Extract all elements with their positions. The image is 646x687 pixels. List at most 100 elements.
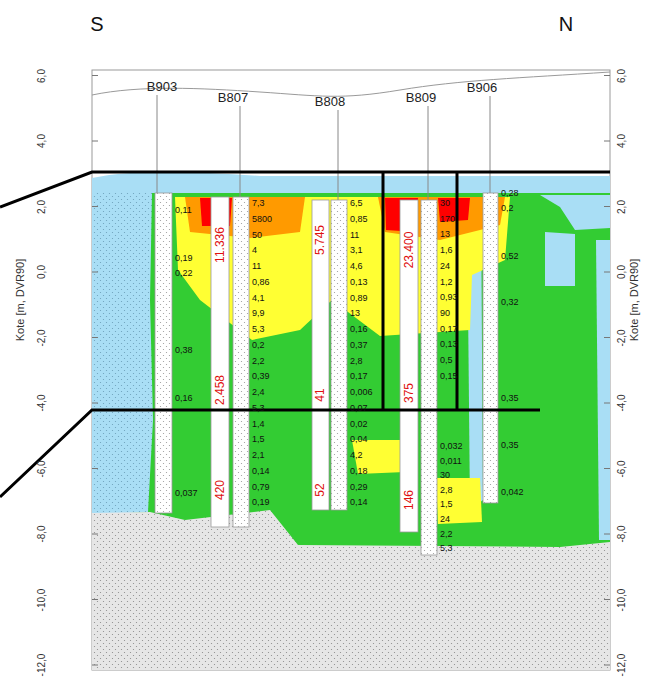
sample-value: 5,3 xyxy=(440,544,453,553)
axis-tick-label: 4,0 xyxy=(37,134,47,148)
sample-value: 1,4 xyxy=(252,419,265,428)
axis-tick-label: -2,0 xyxy=(617,329,627,346)
sample-value: 2,1 xyxy=(252,451,265,460)
sample-value: 7,3 xyxy=(252,199,265,208)
axis-tick-label: -6,0 xyxy=(37,460,47,477)
sample-value: 0,52 xyxy=(501,252,519,261)
sum-value: 41 xyxy=(314,388,326,401)
axis-tick-label: -8,0 xyxy=(37,525,47,542)
sample-value: 1,2 xyxy=(440,277,453,286)
sample-value: 30 xyxy=(440,471,450,480)
tick-mark xyxy=(92,534,98,535)
sample-value: 0,35 xyxy=(501,394,519,403)
axis-tick-label: 6,0 xyxy=(37,69,47,83)
sample-value: 2,8 xyxy=(440,485,453,494)
borehole-name: B906 xyxy=(467,81,497,94)
axis-tick-label: -6,0 xyxy=(617,460,627,477)
sample-value: 2,2 xyxy=(252,356,265,365)
sample-value: 0,5 xyxy=(440,356,453,365)
sample-value: 0,79 xyxy=(252,482,270,491)
sample-value: 0,15 xyxy=(440,371,458,380)
axis-tick-label: -12,0 xyxy=(617,654,627,677)
axis-tick-label: 2,0 xyxy=(617,200,627,214)
sample-value: 30 xyxy=(440,199,450,208)
sample-value: 0,22 xyxy=(175,269,193,278)
sample-value: 0,042 xyxy=(501,488,524,497)
axis-tick-label: -12,0 xyxy=(37,654,47,677)
sample-value: 13 xyxy=(440,230,450,239)
sample-value: 24 xyxy=(440,261,450,270)
axis-tick-label: -4,0 xyxy=(617,394,627,411)
tick-mark xyxy=(604,468,610,469)
sample-value: 0,19 xyxy=(252,498,270,507)
sample-value: 0,037 xyxy=(175,489,198,498)
sample-value: 0,2 xyxy=(252,340,265,349)
sample-value: 0,18 xyxy=(350,466,368,475)
sample-value: 6,5 xyxy=(350,199,363,208)
borehole-name: B809 xyxy=(406,91,436,104)
axis-title: Kote [m, DVR90] xyxy=(15,259,26,342)
tick-mark xyxy=(92,337,98,338)
axis-title: Kote [m, DVR90] xyxy=(629,259,640,342)
frame xyxy=(92,70,610,670)
sum-value: 420 xyxy=(214,480,226,500)
sample-value: 4,1 xyxy=(252,293,265,302)
sample-value: 3,1 xyxy=(350,246,363,255)
axis-tick-label: -8,0 xyxy=(617,525,627,542)
sample-value: 0,19 xyxy=(175,254,193,263)
sample-value: 1,5 xyxy=(440,500,453,509)
tick-mark xyxy=(604,206,610,207)
sample-value: 0,17 xyxy=(350,372,368,381)
tick-mark xyxy=(604,75,610,76)
sample-value: 11 xyxy=(252,262,261,271)
borehole-name: B903 xyxy=(147,80,177,93)
axis-tick-label: -2,0 xyxy=(37,329,47,346)
sample-value: 0,85 xyxy=(350,214,368,223)
sample-value: 4 xyxy=(252,246,257,255)
sample-value: 0,86 xyxy=(252,277,270,286)
sample-value: 0,006 xyxy=(350,388,373,397)
sample-value: 0,14 xyxy=(252,466,270,475)
tick-mark xyxy=(92,272,98,273)
sample-value: 5800 xyxy=(252,214,272,223)
blue-zone xyxy=(545,232,575,286)
sample-value: 0,16 xyxy=(175,394,193,403)
borehole-name: B808 xyxy=(315,95,345,108)
direction-letter: S xyxy=(90,14,103,34)
sample-value: 13 xyxy=(350,309,360,318)
tick-mark xyxy=(92,599,98,600)
tick-mark xyxy=(604,272,610,273)
sample-value: 0,011 xyxy=(440,456,462,465)
axis-tick-label: -10,0 xyxy=(37,588,47,611)
yellow-zone xyxy=(436,478,482,524)
sample-value: 0,11 xyxy=(175,206,192,215)
sample-value: 0,02 xyxy=(350,419,368,428)
tick-mark xyxy=(92,468,98,469)
sum-value: 146 xyxy=(403,490,415,510)
tick-mark xyxy=(92,141,98,142)
sample-value: 0,2 xyxy=(501,204,514,213)
sample-value: 2,2 xyxy=(440,529,453,538)
sample-value: 1,6 xyxy=(440,246,453,255)
sample-value: 0,37 xyxy=(350,340,368,349)
sample-value: 90 xyxy=(440,308,450,317)
axis-tick-label: -4,0 xyxy=(37,394,47,411)
sample-value: 0,07 xyxy=(350,403,368,412)
sum-value: 11.336 xyxy=(214,227,226,263)
tick-mark xyxy=(604,337,610,338)
sample-value: 0,17 xyxy=(440,324,458,333)
sample-value: 0,28 xyxy=(501,189,519,198)
blue-zone xyxy=(596,240,610,540)
tick-mark xyxy=(604,403,610,404)
tick-mark xyxy=(92,665,98,666)
borehole-lines xyxy=(157,95,490,200)
sample-value: 0,38 xyxy=(175,346,193,355)
tick-mark xyxy=(604,599,610,600)
sum-value: 52 xyxy=(314,483,326,496)
terrain-line xyxy=(92,72,610,96)
axis-tick-label: -10,0 xyxy=(617,588,627,611)
axis-tick-label: 4,0 xyxy=(617,134,627,148)
axis-ticks xyxy=(92,76,610,666)
sample-value: 24 xyxy=(440,515,450,524)
